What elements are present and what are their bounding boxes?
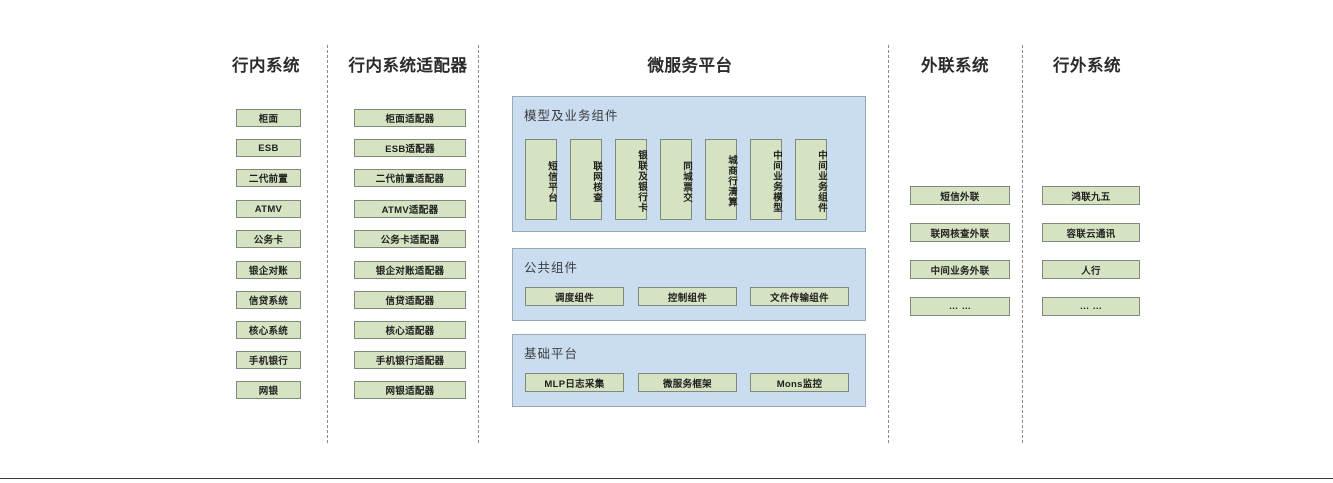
model-component-box[interactable]: 中间业务组件: [795, 139, 827, 220]
out-bank-box[interactable]: … …: [1042, 297, 1140, 316]
external-link-box[interactable]: 中间业务外联: [910, 260, 1010, 279]
column-title-in-bank-systems: 行内系统: [232, 57, 300, 75]
system-box[interactable]: 银企对账: [236, 261, 301, 279]
column-title-external-link-systems: 外联系统: [921, 57, 989, 75]
out-bank-box[interactable]: 鸿联九五: [1042, 186, 1140, 205]
adapter-box[interactable]: 二代前置适配器: [354, 169, 466, 187]
system-box[interactable]: 网银: [236, 381, 301, 399]
base-platform-box[interactable]: Mons监控: [750, 373, 849, 392]
adapter-box[interactable]: 银企对账适配器: [354, 261, 466, 279]
adapter-box[interactable]: 网银适配器: [354, 381, 466, 399]
system-box[interactable]: 手机银行: [236, 351, 301, 369]
panel-title-model-business-components: 模型及业务组件: [524, 109, 619, 123]
column-separator-3: [888, 45, 889, 443]
model-component-box[interactable]: 银联及银行卡: [615, 139, 647, 220]
out-bank-box[interactable]: 容联云通讯: [1042, 223, 1140, 242]
model-component-box[interactable]: 短信平台: [525, 139, 557, 220]
public-component-box[interactable]: 调度组件: [525, 287, 624, 306]
external-link-box[interactable]: 短信外联: [910, 186, 1010, 205]
adapter-box[interactable]: 手机银行适配器: [354, 351, 466, 369]
public-component-box[interactable]: 文件传输组件: [750, 287, 849, 306]
out-bank-box[interactable]: 人行: [1042, 260, 1140, 279]
panel-title-public-components: 公共组件: [524, 261, 579, 275]
model-component-box[interactable]: 同城票交: [660, 139, 692, 220]
adapter-box[interactable]: 公务卡适配器: [354, 230, 466, 248]
model-component-box[interactable]: 联网核查: [570, 139, 602, 220]
base-platform-box[interactable]: 微服务框架: [638, 373, 737, 392]
system-box[interactable]: 信贷系统: [236, 291, 301, 309]
column-title-in-bank-adapters: 行内系统适配器: [348, 57, 468, 75]
public-component-box[interactable]: 控制组件: [638, 287, 737, 306]
panel-base-platform: [512, 334, 866, 407]
external-link-box[interactable]: 联网核查外联: [910, 223, 1010, 242]
column-separator-4: [1022, 45, 1023, 443]
external-link-box[interactable]: … …: [910, 297, 1010, 316]
panel-title-base-platform: 基础平台: [524, 347, 579, 361]
panel-public-components: [512, 248, 866, 321]
system-box[interactable]: 公务卡: [236, 230, 301, 248]
system-box[interactable]: ATMV: [236, 200, 301, 218]
system-box[interactable]: ESB: [236, 139, 301, 157]
adapter-box[interactable]: ESB适配器: [354, 139, 466, 157]
base-platform-box[interactable]: MLP日志采集: [525, 373, 624, 392]
bottom-divider: [0, 478, 1333, 479]
system-box[interactable]: 柜面: [236, 109, 301, 127]
column-separator-1: [327, 45, 328, 443]
system-box[interactable]: 核心系统: [236, 321, 301, 339]
column-title-out-bank-systems: 行外系统: [1053, 57, 1121, 75]
adapter-box[interactable]: 核心适配器: [354, 321, 466, 339]
adapter-box[interactable]: ATMV适配器: [354, 200, 466, 218]
adapter-box[interactable]: 信贷适配器: [354, 291, 466, 309]
column-separator-2: [478, 45, 479, 443]
model-component-box[interactable]: 城商行清算: [705, 139, 737, 220]
adapter-box[interactable]: 柜面适配器: [354, 109, 466, 127]
column-title-microservice-platform: 微服务平台: [647, 57, 733, 75]
system-box[interactable]: 二代前置: [236, 169, 301, 187]
model-component-box[interactable]: 中间业务模型: [750, 139, 782, 220]
